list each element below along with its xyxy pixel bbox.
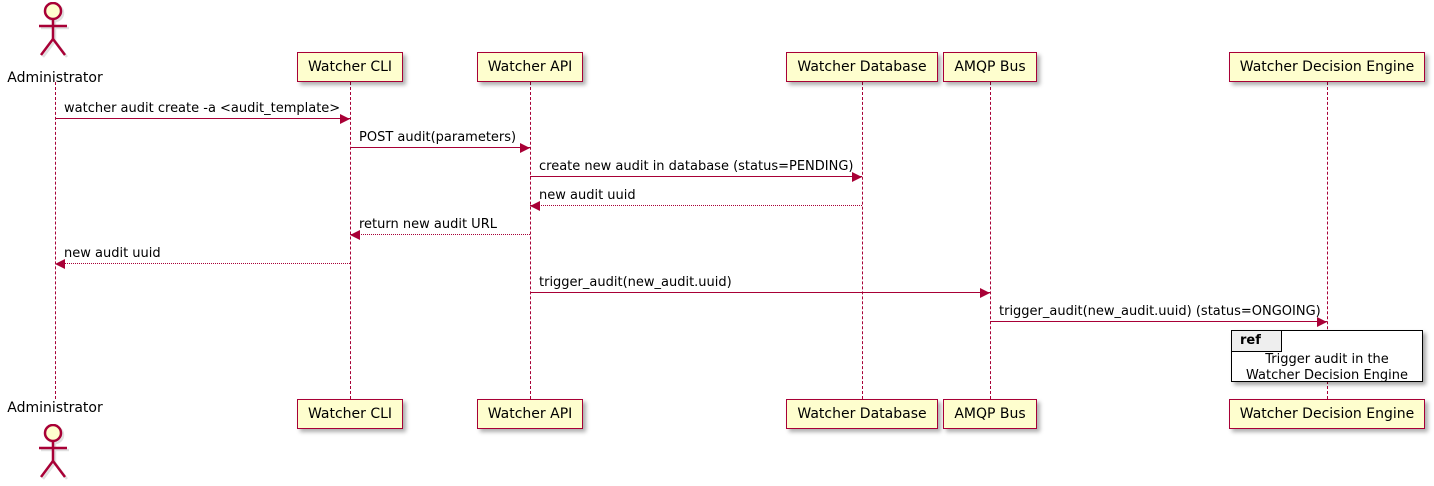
arrow-head-msg-1 [340,113,350,124]
message-line-msg-3 [530,176,862,177]
arrow-head-msg-8 [1317,316,1327,327]
ref-fragment-tag: ref [1232,331,1282,353]
arrow-head-msg-4 [530,200,540,211]
actor-figure-bottom-administrator [33,423,77,482]
lifeline-watcher-api [530,82,531,399]
participant-label-bottom-watcher-api: Watcher API [487,406,573,422]
participant-label-bottom-watcher-database: Watcher Database [797,406,927,422]
participant-box-bottom-watcher-database[interactable]: Watcher Database [786,399,938,429]
participant-label-top-watcher-database: Watcher Database [797,59,927,75]
message-label-msg-4: new audit uuid [539,188,636,203]
participant-box-bottom-amqp-bus[interactable]: AMQP Bus [943,399,1037,429]
message-line-msg-8 [990,321,1327,322]
message-line-msg-4 [530,205,862,206]
message-label-msg-6: new audit uuid [64,246,161,261]
participant-box-bottom-watcher-cli[interactable]: Watcher CLI [296,399,404,429]
participant-box-bottom-watcher-api[interactable]: Watcher API [476,399,584,429]
arrow-head-msg-2 [520,142,530,153]
lifeline-watcher-database [862,82,863,399]
participant-label-top-watcher-decision-engine: Watcher Decision Engine [1239,59,1415,75]
lifeline-watcher-cli [350,82,351,399]
arrow-head-msg-7 [980,287,990,298]
message-label-msg-5: return new audit URL [359,217,497,232]
lifeline-amqp-bus [990,82,991,399]
participant-box-top-watcher-decision-engine[interactable]: Watcher Decision Engine [1228,52,1426,82]
message-label-msg-3: create new audit in database (status=PEN… [539,159,854,174]
participant-box-top-amqp-bus[interactable]: AMQP Bus [943,52,1037,82]
message-line-msg-2 [350,147,530,148]
ref-fragment-line-0: Trigger audit in the [1265,352,1389,367]
participant-box-bottom-watcher-decision-engine[interactable]: Watcher Decision Engine [1228,399,1426,429]
message-label-msg-1: watcher audit create -a <audit_template> [64,101,341,116]
lifeline-administrator [55,82,56,399]
arrow-head-msg-6 [55,258,65,269]
ref-fragment-line-1: Watcher Decision Engine [1246,368,1408,384]
message-line-msg-1 [55,118,350,119]
participant-label-top-watcher-api: Watcher API [487,59,573,75]
participant-box-top-watcher-database[interactable]: Watcher Database [786,52,938,82]
arrow-head-msg-5 [350,229,360,240]
participant-label-bottom-administrator: Administrator [7,400,103,416]
message-line-msg-5 [350,234,530,235]
message-label-msg-8: trigger_audit(new_audit.uuid) (status=ON… [999,304,1321,319]
actor-figure-top-administrator [33,1,77,60]
participant-label-bottom-amqp-bus: AMQP Bus [954,406,1026,422]
participant-label-top-watcher-cli: Watcher CLI [307,59,393,75]
arrow-head-msg-3 [852,171,862,182]
participant-label-bottom-watcher-decision-engine: Watcher Decision Engine [1239,406,1415,422]
participant-label-bottom-watcher-cli: Watcher CLI [307,406,393,422]
participant-box-top-watcher-cli[interactable]: Watcher CLI [296,52,404,82]
message-label-msg-2: POST audit(parameters) [359,130,517,145]
participant-label-top-administrator: Administrator [7,70,103,86]
message-line-msg-6 [55,263,350,264]
lifeline-watcher-decision-engine [1327,82,1328,399]
participant-box-top-watcher-api[interactable]: Watcher API [476,52,584,82]
message-label-msg-7: trigger_audit(new_audit.uuid) [539,275,732,290]
message-line-msg-7 [530,292,990,293]
participant-label-top-amqp-bus: AMQP Bus [954,59,1026,75]
